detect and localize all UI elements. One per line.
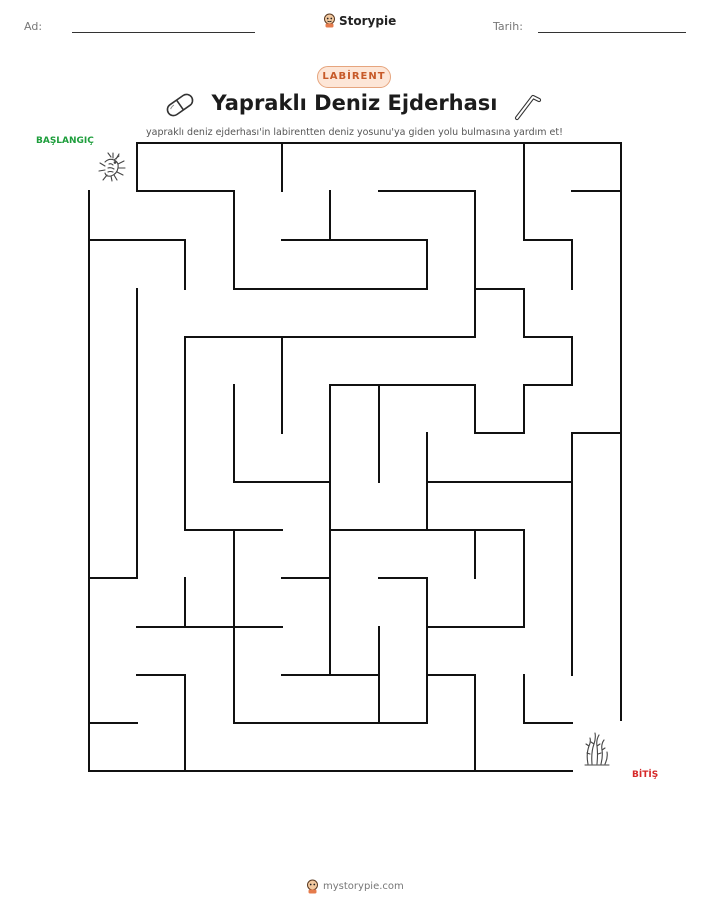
footer: mystorypie.com [306, 879, 404, 894]
instructions: yapraklı deniz ejderhası'in labirentten … [146, 127, 563, 138]
storypie-mascot-icon [307, 879, 318, 894]
name-label: Ad: [24, 20, 43, 33]
date-line [538, 32, 686, 33]
brand-logo: Storypie [323, 13, 396, 28]
storypie-mascot-icon [324, 13, 335, 28]
category-badge: LABİRENT [317, 66, 391, 88]
pill-icon [166, 93, 194, 117]
sea-dragon-icon [98, 152, 126, 182]
name-line [72, 32, 255, 33]
end-label: BİTİŞ [632, 770, 659, 780]
date-label: Tarih: [493, 20, 523, 33]
page-title: Yapraklı Deniz Ejderhası [211, 91, 498, 115]
brand-name: Storypie [339, 13, 397, 28]
footer-url: mystorypie.com [323, 881, 404, 892]
seaweed-icon [584, 732, 610, 766]
drinking-straw-icon [514, 94, 542, 121]
start-label: BAŞLANGIÇ [36, 136, 94, 146]
